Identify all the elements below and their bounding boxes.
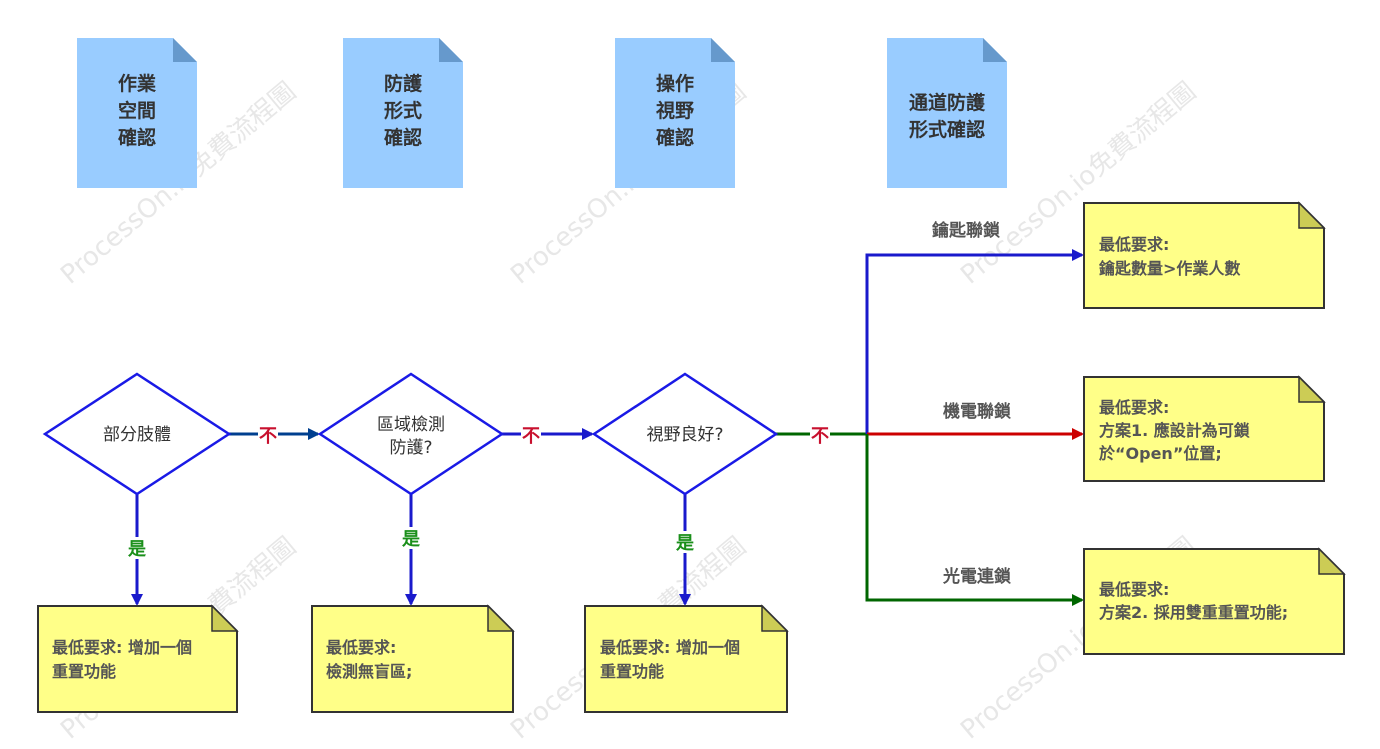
yes-label: 是 <box>127 539 146 560</box>
decision-node[interactable]: 視野良好? <box>591 372 779 496</box>
note-text: 重置功能 <box>600 662 664 681</box>
requirement-note[interactable]: 最低要求: 檢測無盲區; <box>311 604 515 713</box>
decision-node[interactable]: 部分肢體 <box>42 372 232 496</box>
doc-box[interactable]: 通道防護 形式確認 <box>887 38 1007 188</box>
doc-label: 確認 <box>118 126 156 149</box>
requirement-note[interactable]: 最低要求: 增加一個 重置功能 <box>37 604 239 713</box>
note-text: 方案2. 採用雙重重置功能; <box>1099 603 1288 622</box>
requirement-note[interactable]: 最低要求: 增加一個 重置功能 <box>584 604 789 713</box>
note-text: 最低要求: <box>326 638 396 657</box>
photo-interlock-connector <box>865 434 1084 606</box>
note-text: 重置功能 <box>52 662 116 681</box>
yes-label: 是 <box>401 529 420 550</box>
note-text: 最低要求: <box>1099 398 1169 417</box>
note-text: 最低要求: <box>1099 235 1169 254</box>
doc-label: 形式確認 <box>909 118 985 141</box>
doc-label: 確認 <box>656 126 694 149</box>
decision-label: 視野良好? <box>646 425 723 445</box>
note-text: 於“Open”位置; <box>1099 444 1222 463</box>
doc-label: 作業 <box>118 72 157 95</box>
doc-label: 通道防護 <box>909 91 986 114</box>
branch-label-key: 鑰匙聯鎖 <box>932 220 1001 241</box>
decision-node[interactable]: 區域檢測 防護? <box>317 372 505 496</box>
requirement-note[interactable]: 最低要求: 方案1. 應設計為可鎖 於“Open”位置; <box>1083 375 1326 482</box>
doc-label: 空間 <box>118 99 156 122</box>
doc-label: 防護 <box>384 72 423 95</box>
requirement-note[interactable]: 最低要求: 方案2. 採用雙重重置功能; <box>1083 547 1346 655</box>
note-text: 最低要求: <box>1099 580 1169 599</box>
doc-box[interactable]: 操作 視野 確認 <box>615 38 735 188</box>
note-text: 鑰匙數量>作業人數 <box>1099 259 1240 278</box>
yes-label: 是 <box>675 533 694 554</box>
no-label: 不 <box>259 426 277 447</box>
branch-label-electromech: 機電聯鎖 <box>943 401 1012 422</box>
decision-label: 區域檢測 <box>377 415 445 435</box>
doc-box[interactable]: 作業 空間 確認 <box>77 38 197 188</box>
note-text: 檢測無盲區; <box>326 662 412 681</box>
decision-label: 防護? <box>389 438 432 458</box>
doc-label: 確認 <box>384 126 422 149</box>
no-label: 不 <box>811 426 829 447</box>
note-text: 最低要求: 增加一個 <box>600 638 740 657</box>
branch-label-photo: 光電連鎖 <box>942 566 1012 587</box>
note-text: 最低要求: 增加一個 <box>52 638 192 657</box>
decision-label: 部分肢體 <box>103 425 171 445</box>
doc-label: 操作 <box>656 72 694 95</box>
doc-box[interactable]: 防護 形式 確認 <box>343 38 463 188</box>
doc-label: 形式 <box>384 99 422 122</box>
key-interlock-connector <box>865 249 1084 434</box>
requirement-note[interactable]: 最低要求: 鑰匙數量>作業人數 <box>1083 201 1326 309</box>
no-label: 不 <box>522 426 540 447</box>
doc-label: 視野 <box>655 99 694 122</box>
note-text: 方案1. 應設計為可鎖 <box>1099 421 1251 440</box>
